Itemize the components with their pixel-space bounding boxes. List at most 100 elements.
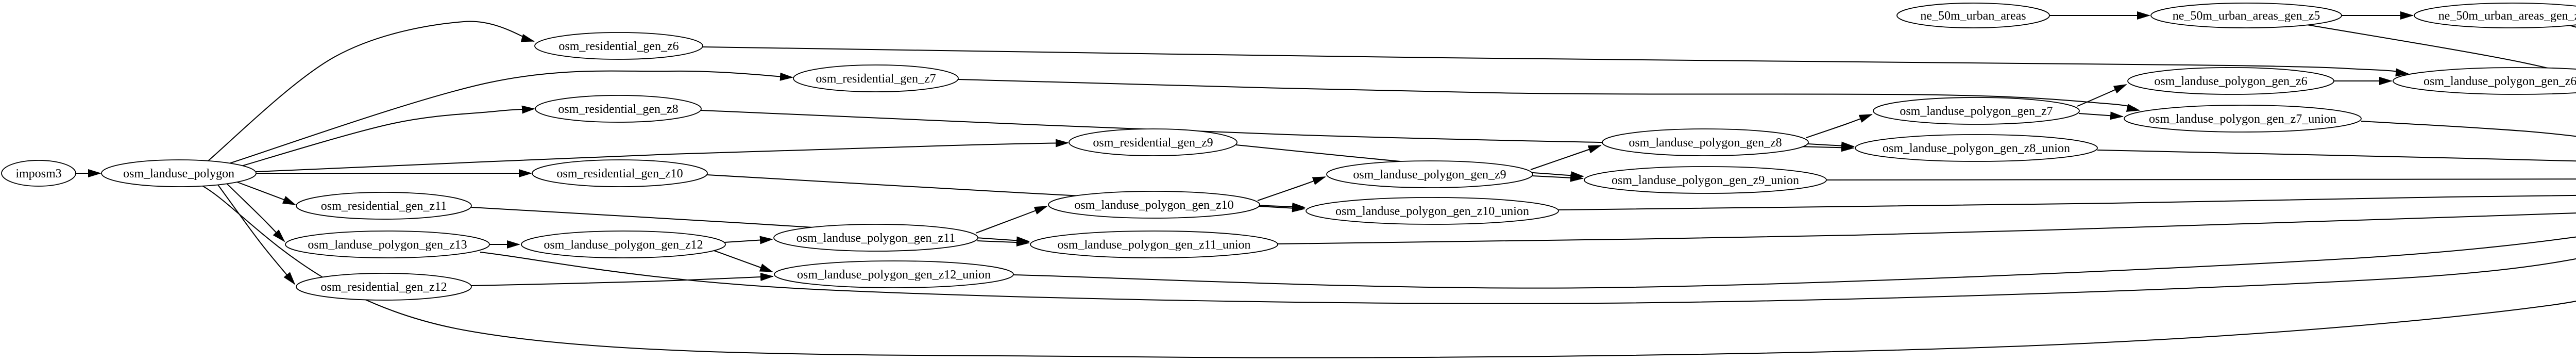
osm-landuse-polygon-gen-z6-ellipse [2127,67,2334,95]
osm-landuse-polygon-gen-z9-label: osm_landuse_polygon_gen_z9 [1353,168,1506,182]
node-osm-landuse-polygon-gen-z8-union: osm_landuse_polygon_gen_z8_union [1855,134,2098,162]
edge-osm-landuse-polygon-gen-z7-to-osm-landuse-polygon-gen-z7-union [2078,111,2124,120]
edge-osm-landuse-polygon-gen-z13-to-row-z13 [480,252,2576,304]
osm-landuse-polygon-gen-z8-union-ellipse [1855,134,2098,162]
node-osm-landuse-polygon-gen-z12: osm_landuse_polygon_gen_z12 [521,231,726,258]
ne-50m-urban-areas-gen-z5-ellipse [2150,3,2342,28]
edge-osm-residential-gen-z12-to-osm-landuse-polygon-gen-z12-union [471,272,774,286]
edge-osm-landuse-polygon-to-osm-landuse-polygon-gen-z13 [225,182,285,242]
edge-osm-landuse-polygon-gen-z12-to-osm-landuse-polygon-gen-z12-union [714,250,773,272]
node-osm-landuse-polygon-gen-z13: osm_landuse_polygon_gen_z13 [285,231,490,258]
node-ne-50m-urban-areas: ne_50m_urban_areas [1896,3,2050,28]
osm-landuse-polygon-gen-z10-union-label: osm_landuse_polygon_gen_z10_union [1335,205,1529,218]
node-osm-residential-gen-z11: osm_residential_gen_z11 [296,192,472,220]
osm-residential-gen-z10-label: osm_residential_gen_z10 [556,167,683,180]
node-osm-landuse-polygon-gen-z6-union: osm_landuse_polygon_gen_z6_union [2393,67,2576,95]
osm-landuse-polygon-gen-z6-label: osm_landuse_polygon_gen_z6 [2154,75,2307,88]
edge-osm-residential-gen-z6-to-osm-landuse-polygon-gen-z6-union [702,46,2409,77]
node-osm-landuse-polygon-gen-z11: osm_landuse_polygon_gen_z11 [773,224,978,252]
osm-residential-gen-z9-label: osm_residential_gen_z9 [1093,136,1213,150]
osm-landuse-polygon-gen-z7-union-ellipse [2124,105,2362,133]
edge-osm-residential-gen-z11-to-osm-landuse-polygon-gen-z11-union [471,207,1030,245]
edge-osm-landuse-polygon-to-osm-residential-gen-z11 [232,180,296,205]
edge-osm-landuse-polygon-gen-z7-to-osm-landuse-polygon-gen-z6 [2077,84,2127,107]
node-osm-landuse-polygon-gen-z10-union: osm_landuse_polygon_gen_z10_union [1306,197,1559,225]
node-osm-landuse-polygon: osm_landuse_polygon [101,159,257,187]
osm-residential-gen-z7-ellipse [793,64,959,92]
osm-landuse-polygon-gen-z11-union-label: osm_landuse_polygon_gen_z11_union [1057,238,1250,252]
node-osm-landuse-polygon-gen-z7: osm_landuse_polygon_gen_z7 [1873,97,2080,125]
node-osm-landuse-polygon-gen-z7-union: osm_landuse_polygon_gen_z7_union [2124,105,2362,133]
osm-landuse-polygon-gen-z11-label: osm_landuse_polygon_gen_z11 [796,232,955,245]
osm-landuse-polygon-gen-z6-union-ellipse [2393,67,2576,95]
osm-residential-gen-z7-label: osm_residential_gen_z7 [816,72,936,86]
node-osm-residential-gen-z12: osm_residential_gen_z12 [296,273,472,301]
edge-ne-50m-urban-areas-gen-z5-to-row-z5 [2307,24,2576,76]
osm-residential-gen-z11-label: osm_residential_gen_z11 [321,200,447,213]
edge-osm-residential-gen-z7-to-osm-landuse-polygon-gen-z7-union [958,79,2140,112]
osm-residential-gen-z12-label: osm_residential_gen_z12 [320,281,447,294]
node-ne-50m-urban-areas-gen-z5: ne_50m_urban_areas_gen_z5 [2150,3,2342,28]
node-osm-landuse-polygon-gen-z10: osm_landuse_polygon_gen_z10 [1048,191,1260,219]
edge-osm-landuse-polygon-gen-z9-to-osm-landuse-polygon-gen-z8 [1530,145,1602,170]
ne-50m-urban-areas-gen-z5-label: ne_50m_urban_areas_gen_z5 [2173,9,2320,23]
edge-osm-landuse-polygon-to-row-z14plus [201,185,2576,358]
osm-landuse-polygon-gen-z12-ellipse [521,231,726,258]
osm-landuse-polygon-ellipse [101,159,257,187]
osm-landuse-polygon-gen-z9-ellipse [1326,160,1533,188]
edge-osm-landuse-polygon-gen-z12-union-to-row-z12 [1013,236,2576,289]
osm-landuse-polygon-label: osm_landuse_polygon [123,167,234,180]
edge-osm-landuse-polygon-gen-z8-to-osm-landuse-polygon-gen-z7 [1806,114,1873,138]
edge-osm-landuse-polygon-gen-z8-union-to-row-z8 [2097,150,2576,162]
osm-residential-gen-z8-label: osm_residential_gen_z8 [558,103,678,116]
osm-landuse-polygon-gen-z9-union-label: osm_landuse_polygon_gen_z9_union [1612,174,1799,187]
node-osm-residential-gen-z10: osm_residential_gen_z10 [532,159,708,187]
edge-osm-landuse-polygon-gen-z10-union-to-row-z10 [1558,194,2576,210]
node-osm-residential-gen-z9: osm_residential_gen_z9 [1069,128,1238,156]
imposm3-ellipse [1,160,76,187]
edge-osm-landuse-polygon-gen-z11-to-osm-landuse-polygon-gen-z10 [975,206,1048,234]
osm-landuse-polygon-gen-z8-union-label: osm_landuse_polygon_gen_z8_union [1883,142,2070,155]
edge-osm-landuse-polygon-gen-z8-to-osm-landuse-polygon-gen-z8-union [1807,141,1855,150]
node-osm-landuse-polygon-gen-z8: osm_landuse_polygon_gen_z8 [1602,128,1809,156]
ne-50m-urban-areas-label: ne_50m_urban_areas [1920,9,2026,23]
osm-landuse-polygon-gen-z13-label: osm_landuse_polygon_gen_z13 [308,238,467,252]
node-imposm3: imposm3 [1,160,76,187]
osm-residential-gen-z10-ellipse [532,159,708,187]
osm-residential-gen-z12-ellipse [296,273,472,301]
node-osm-landuse-polygon-gen-z6: osm_landuse_polygon_gen_z6 [2127,67,2334,95]
node-osm-landuse-polygon-gen-z9: osm_landuse_polygon_gen_z9 [1326,160,1533,188]
osm-residential-gen-z6-ellipse [534,32,703,60]
ne-50m-urban-areas-ellipse [1896,3,2050,28]
edge-osm-landuse-polygon-gen-z7-union-to-row-z7 [2361,121,2576,137]
edges-layer [76,11,2576,358]
osm-landuse-polygon-gen-z10-label: osm_landuse_polygon_gen_z10 [1074,199,1233,212]
osm-landuse-polygon-gen-z7-union-label: osm_landuse_polygon_gen_z7_union [2149,112,2336,126]
edge-osm-landuse-polygon-to-osm-residential-gen-z6 [205,21,535,164]
osm-landuse-polygon-gen-z11-union-ellipse [1030,231,1278,258]
edge-osm-landuse-polygon-gen-z12-to-osm-landuse-polygon-gen-z11 [724,236,773,244]
osm-landuse-polygon-gen-z10-ellipse [1048,191,1260,219]
osm-residential-gen-z6-label: osm_residential_gen_z6 [558,40,679,53]
node-osm-landuse-polygon-gen-z9-union: osm_landuse_polygon_gen_z9_union [1584,166,1827,194]
ne-50m-urban-areas-gen-z4-label: ne_50m_urban_areas_gen_z4 [2438,9,2576,23]
node-osm-residential-gen-z6: osm_residential_gen_z6 [534,32,703,60]
osm-landuse-polygon-gen-z6-union-label: osm_landuse_polygon_gen_z6_union [2424,75,2576,88]
osm-landuse-polygon-gen-z11-ellipse [773,224,978,252]
osm-landuse-polygon-gen-z8-ellipse [1602,128,1809,156]
node-osm-residential-gen-z7: osm_residential_gen_z7 [793,64,959,92]
edge-osm-landuse-polygon-gen-z10-to-osm-landuse-polygon-gen-z9 [1257,176,1326,201]
osm-residential-gen-z8-ellipse [535,95,702,123]
osm-residential-gen-z9-ellipse [1069,128,1238,156]
osm-landuse-polygon-gen-z13-ellipse [285,231,490,258]
imposm3-label: imposm3 [15,167,61,180]
ne-50m-urban-areas-gen-z4-ellipse [2414,3,2576,28]
osm-landuse-polygon-gen-z12-label: osm_landuse_polygon_gen_z12 [544,238,703,252]
edge-osm-landuse-polygon-to-osm-residential-gen-z8 [235,105,535,168]
node-osm-landuse-polygon-gen-z11-union: osm_landuse_polygon_gen_z11_union [1030,231,1278,258]
node-osm-residential-gen-z8: osm_residential_gen_z8 [535,95,702,123]
edge-osm-landuse-polygon-to-osm-residential-gen-z12 [217,184,296,285]
nodes-layer: imposm3 osm_landuse_polygon osm_residentia… [1,3,2576,301]
node-ne-50m-urban-areas-gen-z4: ne_50m_urban_areas_gen_z4 [2414,3,2576,28]
